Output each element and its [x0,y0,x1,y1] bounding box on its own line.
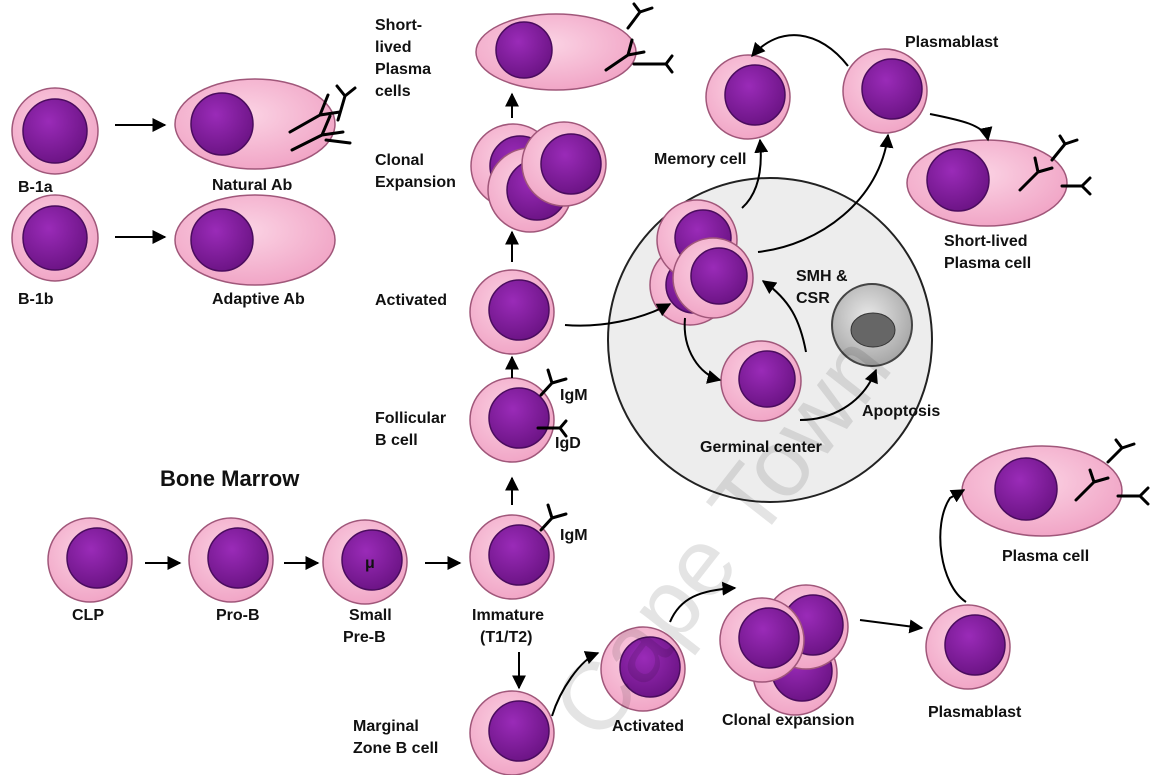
clonal-expansion-top-cells [471,122,606,232]
label-b1a: B-1a [18,179,53,196]
label-igd: IgD [555,435,581,452]
label-igm-follicular: IgM [560,387,588,404]
label-activated-top: Activated [375,292,447,309]
label-short-lived-plasma-cells: Short- lived Plasma cells [375,17,431,100]
label-line: Immature [472,607,544,624]
label-line: Small [349,607,392,624]
label-line: Marginal [353,718,419,735]
plasma-cell-bottom [962,446,1122,536]
label-follicular-b-cell: Follicular B cell [375,410,446,449]
plasmablast-bottom-cell [926,605,1010,689]
label-line: Plasma cell [944,255,1031,272]
adaptive-ab-plasma-cell [175,195,335,285]
plasmablast-top-cell [843,49,927,133]
label-clp: CLP [72,607,104,624]
clonal-expansion-bottom-cells [720,585,848,715]
label-line: Pre-B [343,629,386,646]
label-immature: Immature (T1/T2) [472,607,544,646]
label-line: Zone B cell [353,740,438,757]
natural-ab-plasma-cell [175,79,335,169]
label-line: CSR [796,290,830,307]
section-title-bone-marrow: Bone Marrow [160,466,300,491]
label-marginal-zone-b-cell: Marginal Zone B cell [353,718,438,757]
label-adaptive-ab: Adaptive Ab [212,291,305,308]
follicular-b-cell [470,378,554,462]
label-clonal-expansion-top: Clonal Expansion [375,152,456,191]
b1b-cell [12,195,98,281]
short-lived-plasma-cell-right [907,140,1067,226]
label-short-lived-plasma-cell-right: Short-lived Plasma cell [944,233,1031,272]
label-plasmablast-bottom: Plasmablast [928,704,1022,721]
label-natural-ab: Natural Ab [212,177,293,194]
activated-top-cell [470,270,554,354]
label-line: B cell [375,432,418,449]
label-line: lived [375,39,411,56]
label-b1b: B-1b [18,291,54,308]
label-small-pre-b: Small Pre-B [343,607,392,646]
label-clonal-expansion-bottom: Clonal expansion [722,712,854,729]
pro-b-cell [189,518,273,602]
label-line: cells [375,83,411,100]
label-line: Clonal [375,152,424,169]
label-line: Follicular [375,410,446,427]
label-line: Expansion [375,174,456,191]
label-pro-b: Pro-B [216,607,260,624]
short-lived-plasma-cell-top [476,14,636,90]
marginal-zone-b-cell [470,691,554,775]
label-line: (T1/T2) [480,629,532,646]
label-plasma-cell: Plasma cell [1002,548,1089,565]
label-line: SMH & [796,268,848,285]
label-igm-immature: IgM [560,527,588,544]
label-plasmablast-top: Plasmablast [905,34,999,51]
memory-cell [706,55,790,139]
b1a-cell [12,88,98,174]
label-memory-cell: Memory cell [654,151,746,168]
clp-cell [48,518,132,602]
label-line: Plasma [375,61,431,78]
label-line: Short-lived [944,233,1028,250]
label-line: Short- [375,17,422,34]
label-mu: μ [365,555,375,572]
